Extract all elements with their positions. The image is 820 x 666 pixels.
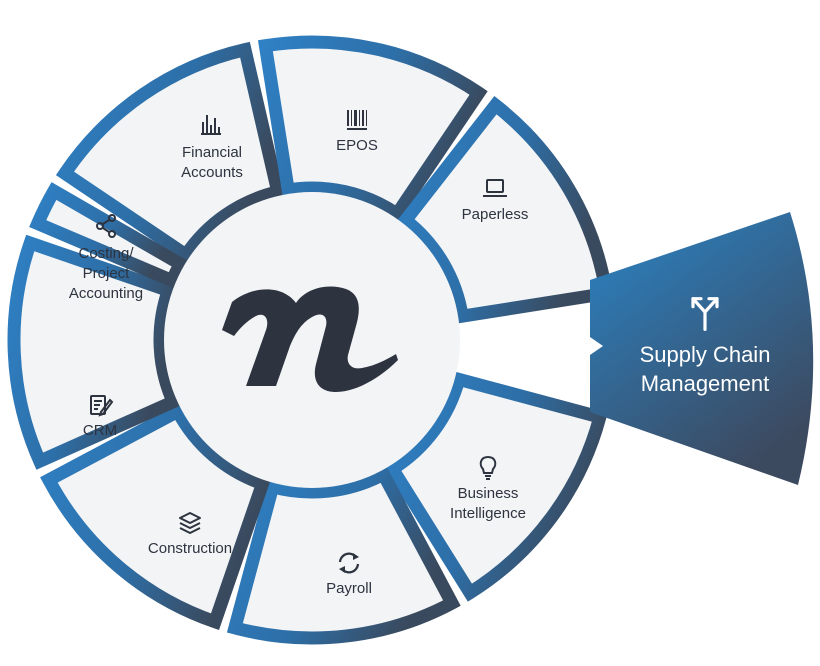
supply-chain-segment[interactable] (590, 212, 814, 485)
bar-chart-icon (201, 115, 221, 135)
split-arrow-icon (691, 297, 719, 331)
share-icon (96, 214, 116, 238)
lightbulb-icon (479, 455, 497, 480)
segment-epos[interactable] (257, 35, 488, 224)
layers-icon (179, 512, 201, 534)
center-logo (222, 286, 398, 392)
segment-crm[interactable] (7, 234, 182, 470)
segment-business-intelligence[interactable] (383, 371, 608, 602)
segment-label-costing-project-accounting: Costing/ Project Accounting (68, 245, 144, 302)
center-disc (164, 192, 460, 488)
supply-chain-label: Supply Chain Management (639, 342, 771, 396)
segment-label-financial-accounts: Financial Accounts (181, 144, 243, 181)
clipboard-edit-icon (90, 395, 114, 417)
barcode-icon (347, 110, 367, 130)
segment-label-crm: CRM (82, 422, 118, 439)
segment-construction[interactable] (40, 402, 271, 631)
segment-label-epos: EPOS (336, 137, 378, 154)
segment-label-payroll: Payroll (326, 580, 372, 597)
segment-label-business-intelligence: Business Intelligence (450, 485, 526, 522)
refresh-icon (338, 552, 360, 574)
segment-label-construction: Construction (147, 540, 233, 557)
segment-label-paperless: Paperless (461, 206, 529, 223)
segment-financial-accounts[interactable] (55, 41, 286, 265)
laptop-icon (483, 179, 507, 197)
